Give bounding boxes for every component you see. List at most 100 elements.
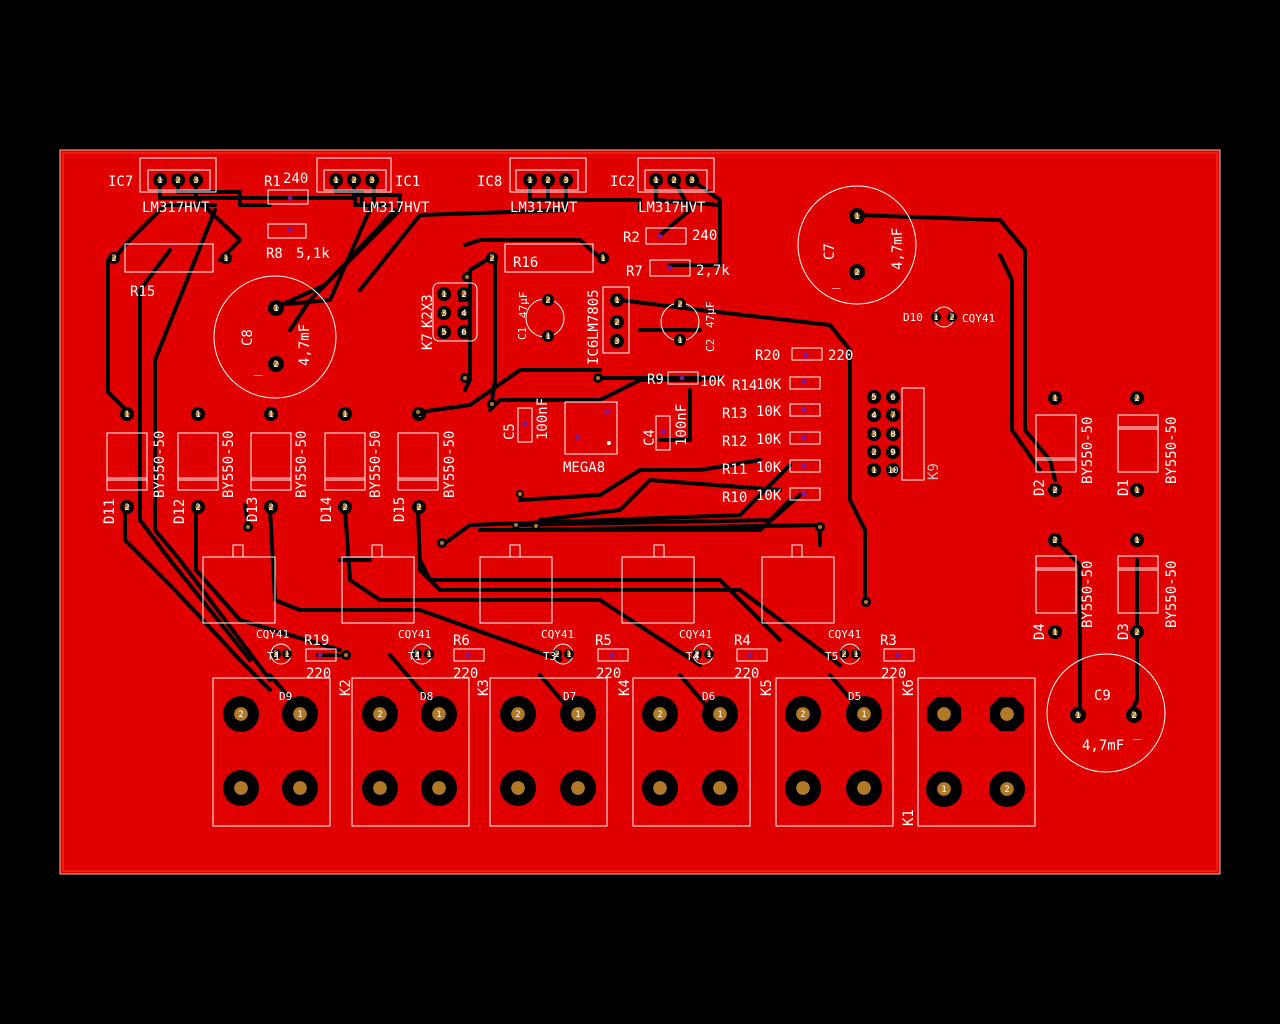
k7-pin4-hole	[461, 310, 467, 316]
smd-via-9	[801, 463, 807, 469]
smd-via-19	[574, 434, 580, 440]
c7-minus-mark: _	[832, 273, 841, 289]
k7-value: K2X3	[420, 294, 436, 328]
d14-ref: D14	[319, 497, 335, 522]
opto5-led: D5	[848, 690, 861, 703]
reg3-pin1-number: 1	[653, 176, 658, 186]
r14-outline	[789, 376, 821, 390]
term1-top-a-hole	[373, 707, 387, 721]
c9-pin1-hole	[1074, 711, 1082, 719]
k3-ref: K3	[476, 679, 492, 696]
smd-via-13	[609, 652, 615, 658]
k9-pin10-number: 10	[888, 466, 899, 476]
smd-via-16	[522, 421, 528, 427]
d3-pin2-hole	[1134, 629, 1140, 635]
k4-ref: K4	[617, 679, 633, 696]
r9-ref: R9	[647, 372, 664, 388]
ic2-ref: IC2	[610, 174, 635, 190]
r12-value: 10K	[756, 432, 782, 448]
k7-pin5-number: 5	[441, 328, 446, 338]
term4-bot-b-hole	[857, 781, 871, 795]
d2-pin2-hole	[1052, 487, 1058, 493]
c1-pin2-hole	[545, 297, 551, 303]
dl3-pin1-number: 1	[342, 410, 347, 420]
term0-bot-a-hole	[234, 781, 248, 795]
c9-ref: C9	[1094, 688, 1111, 704]
smd-via-11	[317, 652, 323, 658]
dl0-pin2-number: 2	[124, 503, 129, 513]
term1-top-a-number: 2	[377, 710, 382, 720]
d13-value: BY550-50	[294, 431, 310, 498]
ic8-value: LM317HVT	[510, 200, 578, 216]
d4-pin2-hole	[1052, 537, 1058, 543]
dl3-pin2-number: 2	[342, 503, 347, 513]
reg0-pin3-number: 3	[193, 176, 198, 186]
smd-via-2	[657, 233, 663, 239]
opto1-pin2-number: 2	[414, 650, 419, 660]
term3-top-a-hole	[653, 707, 667, 721]
d2-value: BY550-50	[1080, 417, 1096, 484]
r8-value: 5,1k	[296, 246, 330, 262]
term2-bot-a-hole	[511, 781, 525, 795]
r20-value: 220	[828, 348, 853, 364]
r16-pin2-hole	[489, 255, 495, 261]
d2-pin1-number: 1	[1052, 394, 1057, 404]
term1-top-b-hole	[432, 707, 446, 721]
relay-outlines	[202, 544, 835, 624]
c1-value: 47µF	[517, 292, 530, 319]
r1-outline	[267, 189, 309, 205]
k7-pin2-number: 2	[461, 290, 466, 300]
c7-pin2-hole	[853, 268, 861, 276]
reg2-pin1-number: 1	[527, 176, 532, 186]
r4-ref: R4	[734, 633, 751, 649]
c7-value: 4,7mF	[890, 228, 906, 270]
k7-outline	[432, 282, 478, 342]
d13-ref: D13	[245, 497, 261, 522]
ic1-outline	[316, 157, 392, 193]
r16-ref: R16	[513, 255, 538, 271]
d3-ref: D3	[1116, 623, 1132, 640]
k9-pin4-number: 7	[890, 411, 895, 421]
c8-value: 4,7mF	[297, 324, 313, 366]
c5-ref: C5	[502, 423, 518, 440]
reg2-pin2-hole	[545, 177, 551, 183]
r20-ref: R20	[755, 348, 780, 364]
d4-ref: D4	[1032, 623, 1048, 640]
k9-pin2-number: 6	[890, 393, 895, 403]
d12-ref: D12	[172, 499, 188, 524]
opto4-pin2-hole	[842, 652, 846, 656]
ic6-pin1-hole	[614, 297, 620, 303]
extra-via-h-hole	[514, 523, 518, 527]
ic7-value: LM317HVT	[142, 200, 210, 216]
ic8-ref: IC8	[477, 174, 502, 190]
ic8-outline	[509, 157, 587, 193]
dl0-pin2-hole	[124, 504, 130, 510]
c9-value: 4,7mF	[1082, 738, 1124, 754]
opto2-pin1-number: 1	[566, 650, 571, 660]
dl1-pin2-hole	[195, 504, 201, 510]
k7-pin4-number: 4	[461, 309, 466, 319]
opto1-pin1-hole	[427, 652, 431, 656]
r13-outline	[789, 403, 821, 417]
extra-via-m-hole	[465, 275, 469, 279]
r6-value: 220	[453, 666, 478, 682]
opto3-pin2-hole	[695, 652, 699, 656]
r10-value: 10K	[756, 488, 782, 504]
k1-pin2-number: 2	[1004, 785, 1009, 795]
c8-outline	[213, 275, 337, 399]
reg1-pin1-hole	[333, 177, 339, 183]
reg3-pin1-hole	[653, 177, 659, 183]
term0-bot-b-hole	[293, 781, 307, 795]
k7-pin6-hole	[461, 329, 467, 335]
opto3-trans: T3	[543, 650, 556, 663]
r6-outline	[453, 648, 485, 662]
pcb-board	[59, 149, 1221, 875]
k9-pin9-hole	[871, 467, 877, 473]
d1-pin2-number: 2	[1134, 394, 1139, 404]
r2-ref: R2	[623, 230, 640, 246]
smd-via-12	[465, 652, 471, 658]
reg1-pin1-number: 1	[333, 176, 338, 186]
r5-value: 220	[596, 666, 621, 682]
d10-pin1-hole	[934, 315, 938, 319]
